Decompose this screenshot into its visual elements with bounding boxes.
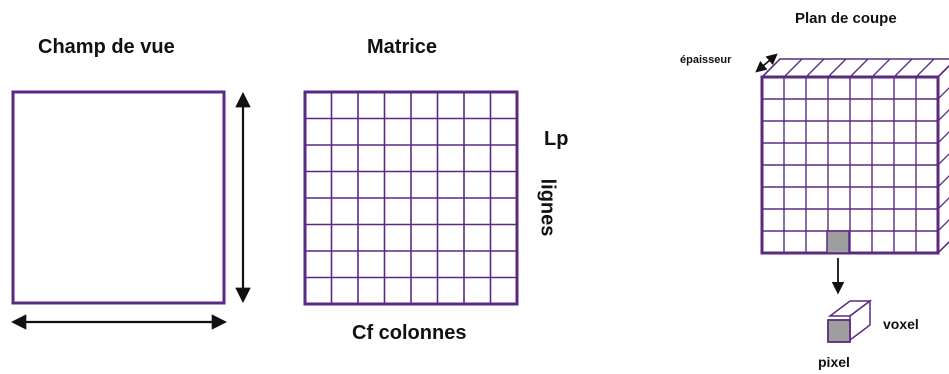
highlighted-pixel (826, 230, 850, 254)
label-thickness: épaisseur (680, 54, 732, 66)
label-rows: lignes (536, 178, 559, 237)
title-field-of-view: Champ de vue (38, 36, 175, 58)
thickness-arrow (755, 53, 778, 73)
matrix-grid (303, 90, 519, 306)
label-voxel: voxel (883, 316, 919, 332)
title-matrix: Matrice (367, 36, 438, 58)
title-slice-plane: Plan de coupe (795, 10, 897, 27)
label-columns: Cf colonnes (352, 322, 467, 344)
slice-front-grid (760, 75, 940, 255)
label-pixel: pixel (818, 354, 850, 370)
voxel-cube (827, 299, 873, 343)
slice-top-face (760, 58, 949, 78)
field-of-view-square (11, 90, 226, 305)
slice-side-face (937, 64, 949, 255)
label-lp: Lp (544, 128, 569, 150)
